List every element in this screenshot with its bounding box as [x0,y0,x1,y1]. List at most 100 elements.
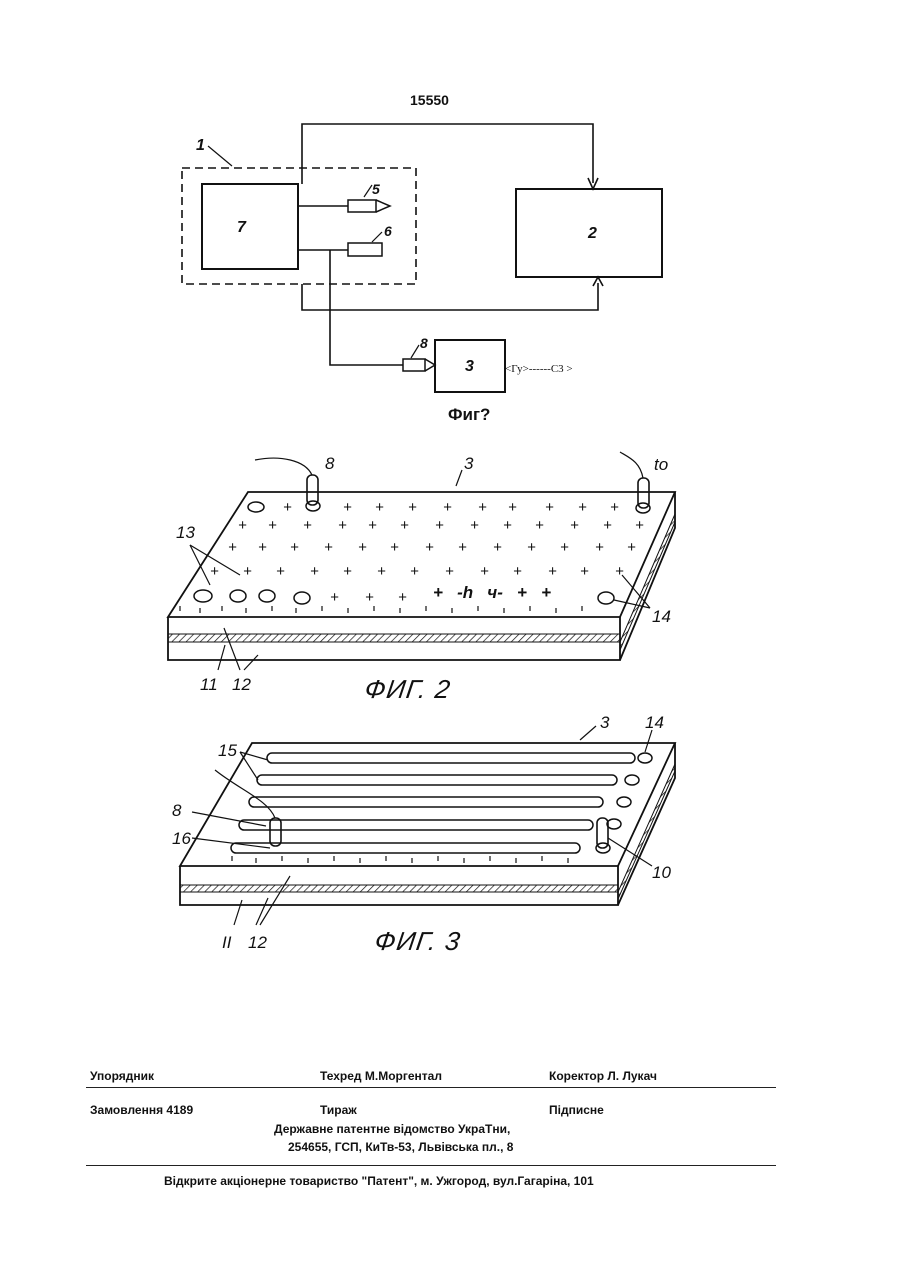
probe-6 [348,243,382,256]
figure-1-caption: Фиг? [448,405,490,425]
fig3-label-3: 3 [600,713,610,732]
block-7 [202,184,298,269]
label-8-fig1: 8 [420,335,428,351]
svg-text:+: + [375,499,384,516]
footer-compiler: Упорядник [90,1069,154,1083]
figure-3-caption: ФИГ. 3 [373,926,463,957]
svg-text:+: + [410,563,419,580]
svg-text:+: + [480,563,489,580]
svg-text:+: + [535,517,544,534]
svg-text:+: + [290,539,299,556]
svg-text:+: + [545,499,554,516]
svg-text:+: + [435,517,444,534]
svg-text:+: + [478,499,487,516]
plate-side-face [620,492,675,660]
fig3-label-12: 12 [248,933,267,952]
svg-text:+: + [377,563,386,580]
sensor-8 [403,359,425,371]
figure-2-caption: ФИГ. 2 [363,674,453,705]
svg-text:+: + [400,517,409,534]
fig3-label-15: 15 [218,741,237,760]
footer-order: Замовлення 4189 [90,1103,193,1117]
probe-5 [348,200,376,212]
label-3-fig1: 3 [465,358,474,375]
svg-text:+: + [368,517,377,534]
label-6: 6 [384,223,392,239]
figure-1-block-diagram [182,124,662,392]
footer-rule-top [86,1087,776,1088]
fig2-label-11: 11 [200,675,218,694]
svg-text:+: + [627,539,636,556]
footer-rule-bottom [86,1165,776,1166]
svg-text:+: + [425,539,434,556]
svg-text:+: + [228,539,237,556]
svg-text:+: + [358,539,367,556]
fig2-label-13: 13 [176,523,195,542]
fig2-label-to: to [654,455,668,474]
svg-text:+: + [503,517,512,534]
plus-grid: ++++++++++ +++++++++++++ +++++++++++++ +… [210,499,644,606]
footer-techred: Техред М.Моргентал [320,1069,442,1083]
svg-text:+: + [513,563,522,580]
svg-text:+: + [303,517,312,534]
svg-text:+: + [508,499,517,516]
svg-text:+: + [443,499,452,516]
svg-text:+: + [268,517,277,534]
svg-text:+: + [458,539,467,556]
svg-text:+: + [580,563,589,580]
svg-text:+: + [493,539,502,556]
svg-text:+: + [603,517,612,534]
footer-office-line2: 254655, ГСП, КиТв-53, Львiвська пл., 8 [288,1140,513,1154]
svg-text:+: + [548,563,557,580]
svg-text:+: + [276,563,285,580]
surface-text: + -h ч- + + [433,583,551,602]
svg-text:+: + [390,539,399,556]
fig2-label-12: 12 [232,675,251,694]
fig3-label-16: 16 [172,829,191,848]
svg-text:+: + [615,563,624,580]
svg-text:+: + [283,499,292,516]
svg-text:+: + [365,589,374,606]
svg-text:+: + [398,589,407,606]
svg-text:+: + [343,563,352,580]
svg-text:+: + [258,539,267,556]
fig3-label-8: 8 [172,801,182,820]
fig2-label-14: 14 [652,607,671,626]
figure-3-plate [180,726,675,925]
svg-text:+: + [324,539,333,556]
svg-text:+: + [408,499,417,516]
label-1: 1 [196,137,205,154]
svg-text:+: + [560,539,569,556]
label-2: 2 [587,225,597,242]
svg-text:+: + [210,563,219,580]
fig3-label-11: II [222,933,232,952]
fig2-label-8: 8 [325,454,335,473]
footer-circulation: Тираж [320,1103,357,1117]
fig3-label-14: 14 [645,713,664,732]
svg-text:+: + [343,499,352,516]
svg-text:+: + [338,517,347,534]
fig3-label-10: 10 [652,863,671,882]
footer-subscription: Підписне [549,1103,604,1117]
svg-text:+: + [610,499,619,516]
svg-text:+: + [635,517,644,534]
hatched-layer [168,634,620,642]
figure-2-plate [168,452,675,670]
svg-text:+: + [310,563,319,580]
svg-text:+: + [445,563,454,580]
footer-office-line1: Державне патентне вiдомство УкраТни, [274,1122,510,1136]
svg-text:+: + [330,589,339,606]
svg-text:+: + [578,499,587,516]
label-5: 5 [372,181,380,197]
svg-text:+: + [570,517,579,534]
footer-corrector: Коректор Л. Лукач [549,1069,657,1083]
label-7: 7 [237,219,247,236]
svg-text:+: + [595,539,604,556]
fig2-label-3: 3 [464,454,474,473]
svg-text:+: + [238,517,247,534]
signal-text: <Гу>------С3 > [505,363,573,375]
footer-publisher: Вiдкрите акцiонерне товариство "Патент",… [164,1174,594,1188]
svg-text:+: + [243,563,252,580]
svg-text:+: + [527,539,536,556]
svg-text:+: + [470,517,479,534]
